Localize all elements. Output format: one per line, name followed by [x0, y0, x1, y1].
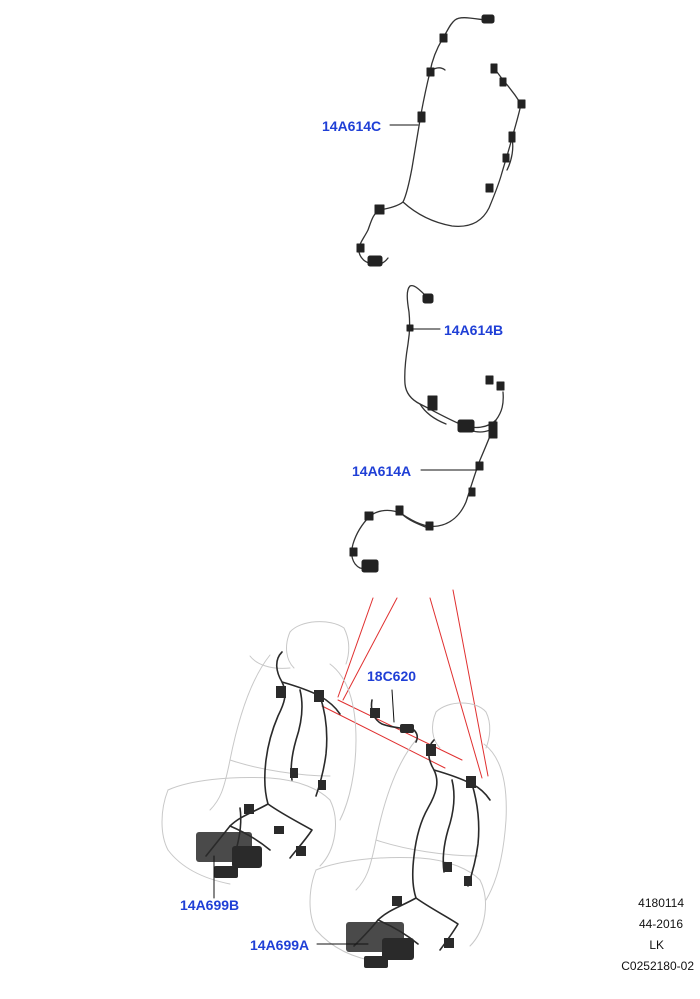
connectors-14a614c	[356, 14, 526, 267]
callout-14a699b: 14A699B	[180, 897, 240, 913]
harness-14a699b	[205, 651, 341, 859]
harness-14a699a	[353, 739, 491, 951]
seat-right-outline	[309, 702, 507, 963]
callout-14a614c: 14A614C	[322, 118, 382, 134]
callout-leaders	[213, 124, 478, 945]
ref-date: 44-2016	[638, 917, 683, 931]
connectors-14a614b-a	[349, 293, 505, 573]
harness-14a614c	[358, 17, 522, 266]
seat-frame-left	[196, 686, 326, 878]
callout-18c620: 18C620	[367, 668, 417, 684]
connectors-18c620	[370, 708, 414, 733]
ref-code: LK	[649, 938, 664, 952]
leader-lines-red	[321, 589, 489, 779]
callout-14a699a: 14A699A	[250, 937, 310, 953]
callout-14a614b: 14A614B	[444, 322, 504, 338]
seat-left-outline	[161, 621, 357, 885]
ref-number: 4180114	[638, 896, 684, 910]
callout-14a614a: 14A614A	[352, 463, 412, 479]
ref-illustration-id: C0252180-02	[621, 959, 694, 973]
harness-14a614b	[404, 284, 504, 433]
